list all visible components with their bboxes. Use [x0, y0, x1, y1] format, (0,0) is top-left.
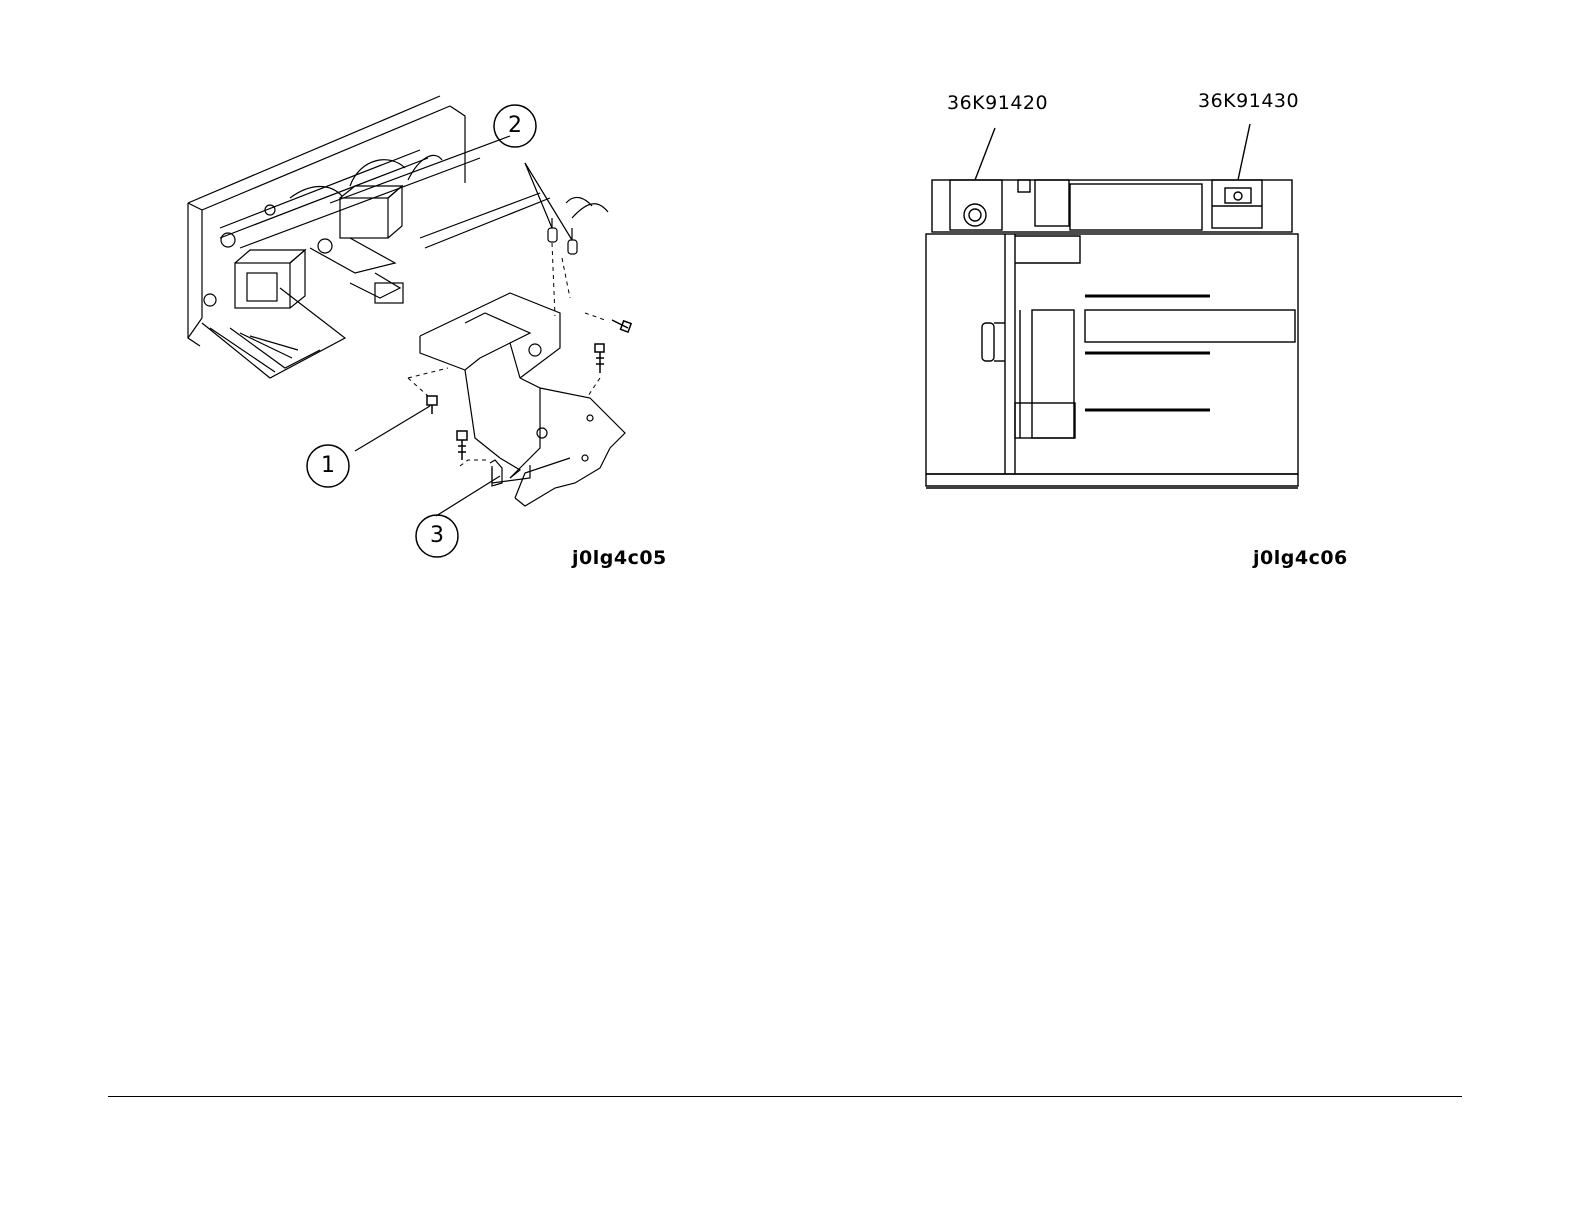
screw-mid-right [595, 344, 604, 373]
figure-bracket-exploded-view: 1 2 3 j0lg4c05 [180, 88, 680, 588]
screw-left-3 [457, 431, 467, 460]
part-number-label-right: 36K91430 [1198, 90, 1299, 112]
screw-left-1 [427, 396, 437, 414]
figure-top-view: 36K91420 36K91430 j0lg4c06 [920, 88, 1360, 588]
callout-number-2: 2 [493, 104, 537, 148]
figure-id-right: j0lg4c06 [1253, 547, 1348, 569]
part-number-label-left: 36K91420 [947, 92, 1048, 114]
top-view-illustration [920, 88, 1360, 588]
callout-number-1: 1 [306, 444, 350, 488]
screw-top-right [612, 320, 631, 332]
figure-id-left: j0lg4c05 [572, 547, 667, 569]
bracket-illustration [180, 88, 680, 588]
callout-number-3: 3 [415, 514, 459, 558]
footer-divider [108, 1096, 1462, 1097]
